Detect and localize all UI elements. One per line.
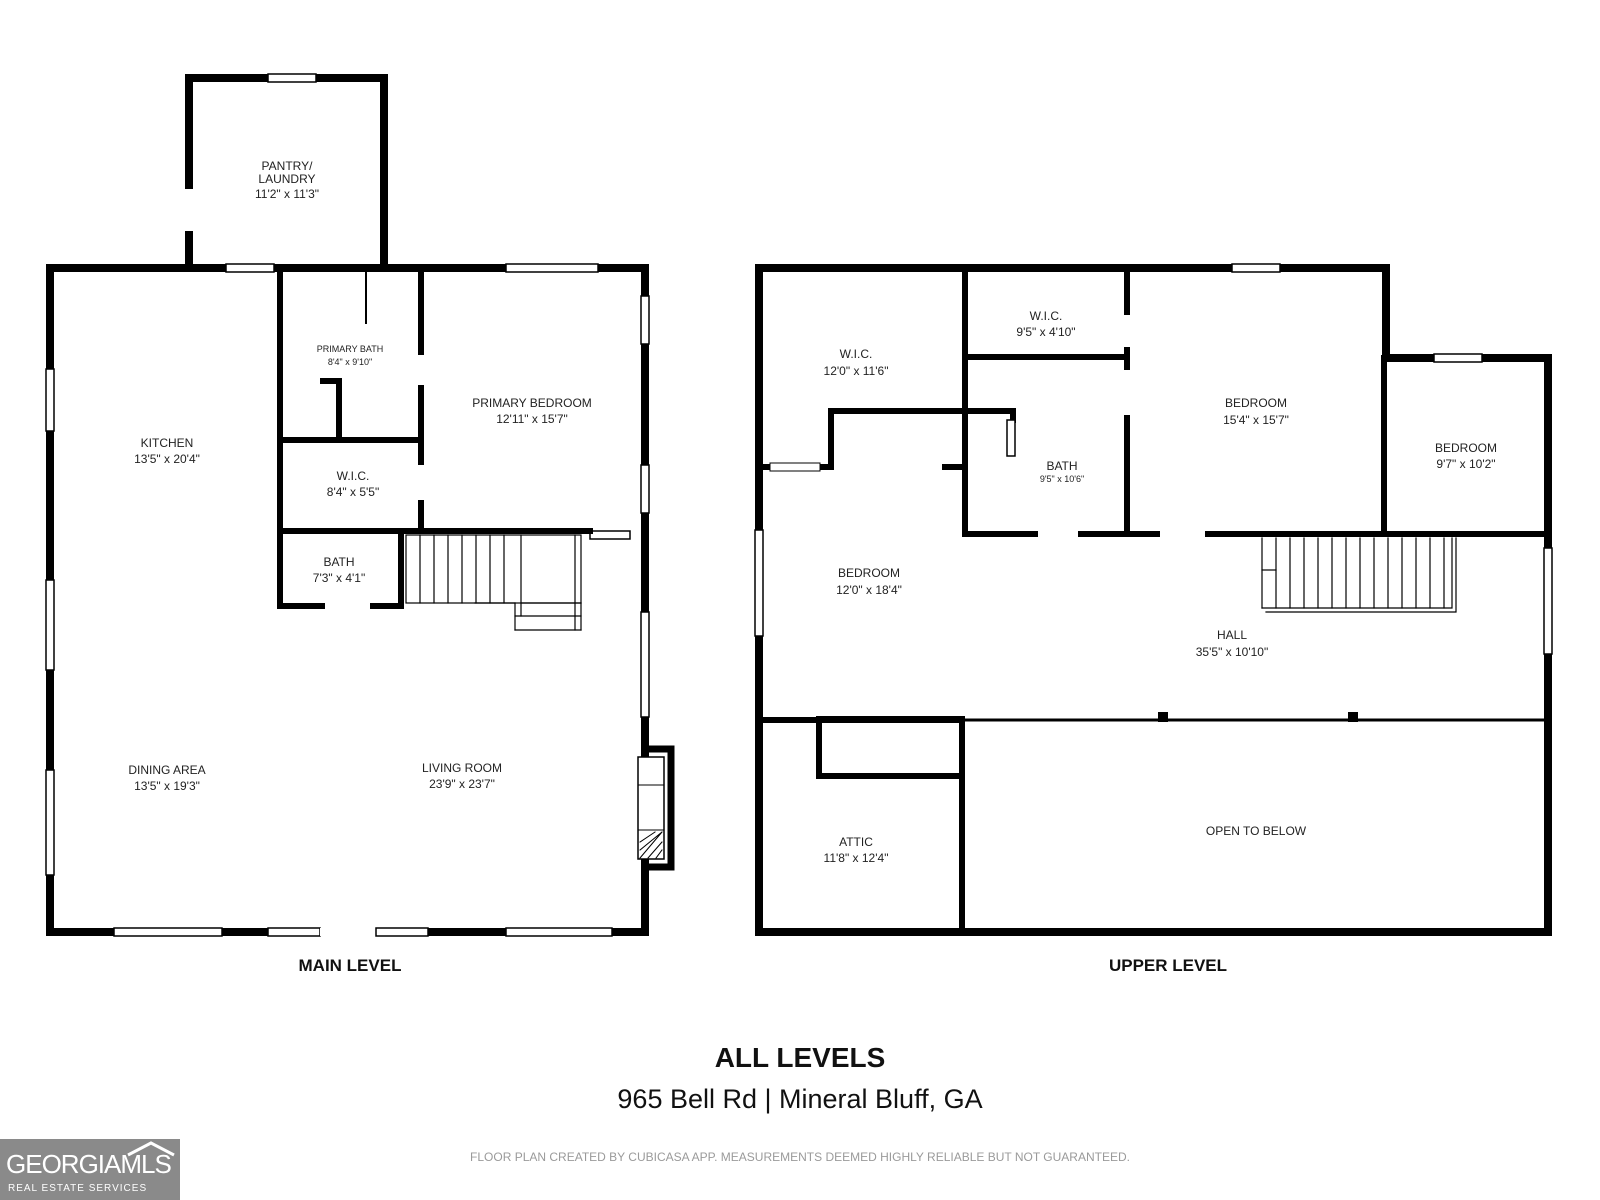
- bath-vanity: [1006, 419, 1016, 457]
- upper-bath-name: BATH: [1046, 459, 1077, 473]
- primary-bath-door-gap: [417, 355, 425, 385]
- attic-dimensions: 11'8" x 12'4": [824, 851, 889, 865]
- upper-stairs: [1261, 537, 1457, 613]
- main-level-plan: [45, 73, 675, 937]
- attic-name: ATTIC: [839, 835, 873, 849]
- main-level-label: MAIN LEVEL: [299, 956, 402, 975]
- upper-bedroom-door-gap: [1123, 370, 1131, 415]
- wic-door-gap: [417, 465, 425, 500]
- upper-bedroom2-name: BEDROOM: [1435, 441, 1497, 455]
- wic-name: W.I.C.: [337, 469, 370, 483]
- pantry-name-2: LAUNDRY: [258, 172, 315, 186]
- logo-subtext: REAL ESTATE SERVICES: [8, 1183, 148, 1194]
- main-windows: [45, 263, 650, 937]
- georgia-mls-logo: GEORGIAMLS REAL ESTATE SERVICES: [0, 1139, 180, 1200]
- primary-bedroom-dimensions: 12'11" x 15'7": [496, 412, 568, 426]
- upper-bedroom3-dimensions: 12'0" x 18'4": [836, 583, 902, 597]
- pantry-dimensions: 11'2" x 11'3": [255, 187, 319, 201]
- primary-bath-dimensions: 8'4" x 9'10": [328, 357, 372, 367]
- upper-bedroom1-dimensions: 15'4" x 15'7": [1223, 413, 1289, 427]
- upper-bedroom3-name: BEDROOM: [838, 566, 900, 580]
- living-room-name: LIVING ROOM: [422, 761, 502, 775]
- property-address: 965 Bell Rd | Mineral Bluff, GA: [617, 1084, 983, 1114]
- upper-wic-door-gap: [1123, 315, 1131, 347]
- dining-area-dimensions: 13'5" x 19'3": [134, 779, 200, 793]
- upper-wic-door-gap-2: [769, 462, 821, 472]
- upper-bath-dimensions: 9'5" x 10'6": [1040, 474, 1084, 484]
- railing-post-1: [1158, 712, 1168, 722]
- upper-bedroom1-name: BEDROOM: [1225, 396, 1287, 410]
- dining-area-name: DINING AREA: [128, 763, 205, 777]
- upper-bath-door-gap: [1038, 530, 1078, 538]
- main-stairs: [405, 534, 582, 631]
- upper-level-labels: W.I.C. 12'0" x 11'6" W.I.C. 9'5" x 4'10"…: [824, 309, 1497, 975]
- kitchen-dimensions: 13'5" x 20'4": [134, 452, 200, 466]
- upper-bedroom2-dimensions: 9'7" x 10'2": [1436, 457, 1495, 471]
- upper-wic1-name: W.I.C.: [840, 347, 873, 361]
- kitchen-name: KITCHEN: [141, 436, 194, 450]
- hall-name: HALL: [1217, 628, 1247, 642]
- upper-wic2-dimensions: 9'5" x 4'10": [1016, 325, 1075, 339]
- upper-wic2-name: W.I.C.: [1030, 309, 1063, 323]
- logo-text: GEORGIAMLS: [6, 1149, 172, 1179]
- upper-wic1-dimensions: 12'0" x 11'6": [824, 364, 889, 378]
- upper-bedroom-door-gap-2: [1160, 530, 1205, 538]
- house-roof-icon: [127, 1141, 175, 1157]
- pantry-name: PANTRY/: [262, 159, 314, 173]
- main-level-labels: PANTRY/ LAUNDRY 11'2" x 11'3" PRIMARY BA…: [128, 159, 591, 975]
- all-levels-title: ALL LEVELS: [714, 1042, 886, 1073]
- attic-storage: [816, 716, 965, 779]
- fireplace: [637, 745, 675, 871]
- hall-dimensions: 35'5" x 10'10": [1196, 645, 1269, 659]
- primary-bedroom-name: PRIMARY BEDROOM: [472, 396, 592, 410]
- bath-name: BATH: [323, 555, 354, 569]
- open-to-below-label: OPEN TO BELOW: [1206, 824, 1307, 838]
- disclaimer-text: FLOOR PLAN CREATED BY CUBICASA APP. MEAS…: [470, 1150, 1130, 1164]
- bath-door-gap: [325, 602, 370, 610]
- wic-dimensions: 8'4" x 5'5": [327, 485, 379, 499]
- bath-dimensions: 7'3" x 4'1": [313, 571, 365, 585]
- railing-post-2: [1348, 712, 1358, 722]
- pantry-window: [267, 73, 317, 83]
- upper-level-label: UPPER LEVEL: [1109, 956, 1227, 975]
- living-room-dimensions: 23'9" x 23'7": [429, 777, 495, 791]
- primary-bath-name: PRIMARY BATH: [317, 344, 384, 354]
- main-outer-walls: [46, 264, 649, 936]
- upper-level-plan: [754, 263, 1553, 936]
